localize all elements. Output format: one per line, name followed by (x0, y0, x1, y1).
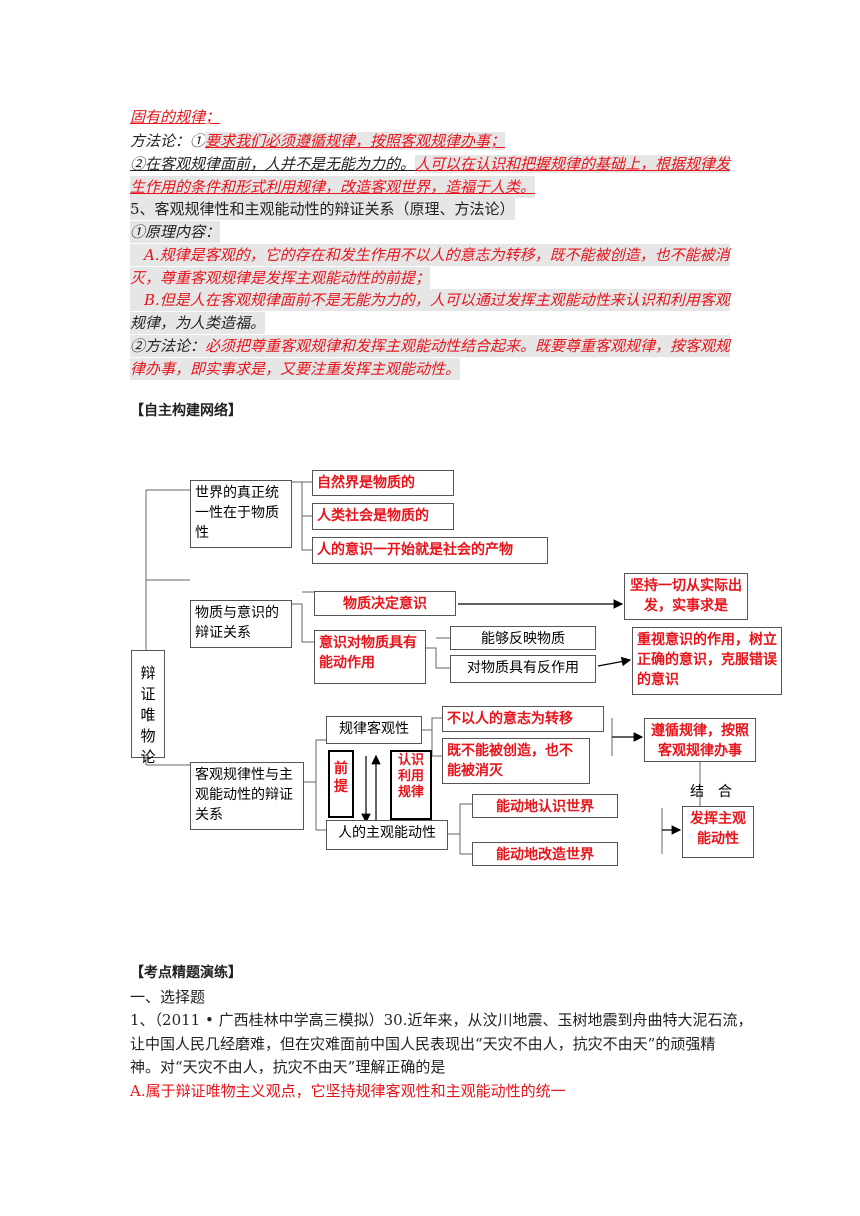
method-point-2-a: ②在客观规律面前，人并不是无能为力的。 (130, 155, 416, 173)
text-line-1: 固有的规律； (130, 108, 221, 126)
result-exert-initiative: 发挥主观能动性 (682, 806, 754, 858)
text-line-7: A.规律是客观的，它的存在和发生作用不以人的意志为转移，既不能被创造，也不能被消 (130, 244, 730, 266)
branch-world-unity: 世界的真正统一性在于物质性 (190, 480, 292, 548)
method-point-1: 要求我们必须遵循规律，按照客观规律办事； (205, 132, 506, 150)
item-change-world: 能动地改造世界 (472, 842, 618, 866)
question-section-label: 一、选择题 (130, 988, 206, 1006)
text-line-11: ②方法论：必须把尊重客观规律和发挥主观能动性结合起来。既要尊重客观规律，按客观规 (130, 335, 731, 357)
result-value-consciousness: 重视意识的作用，树立正确的意识，克服错误的意识 (632, 627, 782, 695)
branch-matter-consciousness: 物质与意识的辩证关系 (190, 600, 292, 648)
item-not-by-will: 不以人的意志为转移 (442, 706, 604, 732)
section-heading-exercises: 【考点精题演练】 (130, 965, 242, 981)
section-heading-network: 【自主构建网络】 (130, 403, 242, 419)
item-subjective-initiative: 人的主观能动性 (326, 820, 448, 850)
result-follow-law: 遵循规律，按照客观规律办事 (644, 718, 756, 762)
label-recognize-use-law: 认识利用规律 (390, 750, 432, 820)
text-line-8: 灭，尊重客观规律是发挥主观能动性的前提； (130, 267, 431, 289)
result-seek-truth: 坚持一切从实际出发，实事求是 (624, 573, 748, 620)
item-not-created-destroyed: 既不能被创造，也不能被消灭 (442, 738, 590, 784)
question-1-line-1: 1、（2011 • 广西桂林中学高三模拟）30.近年来，从汶川地震、玉树地震到舟… (130, 1011, 753, 1029)
question-1-option-a: A.属于辩证唯物主义观点，它坚持规律客观性和主观能动性的统一 (130, 1082, 566, 1100)
text-line-6: ①原理内容： (130, 221, 221, 243)
method-label-2: ②方法论： (130, 337, 206, 355)
method-content: 必须把尊重客观规律和发挥主观能动性结合起来。既要尊重客观规律，按客观规 (205, 337, 731, 355)
text-line-10: 规律，为人类造福。 (130, 312, 266, 334)
question-1-line-2: 让中国人民几经磨难，但在灾难面前中国人民表现出“天灾不由人，抗灾不由天”的顽强精 (130, 1035, 716, 1053)
item-react-matter: 对物质具有反作用 (450, 655, 596, 683)
label-combine: 结 合 (690, 784, 732, 800)
method-point-2-b: 人可以在认识和把握规律的基础上，根据规律发 (415, 155, 731, 173)
question-1-line-3: 神。对“天灾不由人，抗灾不由天”理解正确的是 (130, 1058, 446, 1076)
text-line-4: 生作用的条件和形式利用规律，改造客观世界，造福于人类。 (130, 176, 536, 198)
root-dialectical-materialism: 辩证唯物论 (131, 650, 165, 766)
item-consciousness-active: 意识对物质具有能动作用 (314, 630, 426, 684)
text-line-2: 方法论：①要求我们必须遵循规律，按照客观规律办事； (130, 130, 506, 152)
branch-law-initiative: 客观规律性与主观能动性的辩证关系 (190, 762, 304, 830)
text-line-9: B.但是人在客观规律面前不是无能为力的，人可以通过发挥主观能动性来认识和利用客观 (130, 289, 730, 311)
text-line-5: 5、客观规律性和主观能动性的辩证关系（原理、方法论） (130, 198, 515, 220)
item-law-objective: 规律客观性 (326, 716, 422, 744)
item-consciousness-social: 人的意识一开始就是社会的产物 (312, 537, 548, 564)
label-premise: 前提 (328, 750, 354, 818)
item-know-world: 能动地认识世界 (472, 794, 618, 818)
item-nature-material: 自然界是物质的 (312, 470, 454, 496)
method-label: 方法论：① (130, 132, 206, 150)
item-matter-decides: 物质决定意识 (314, 591, 456, 616)
item-society-material: 人类社会是物质的 (312, 503, 454, 530)
text-line-12: 律办事，即实事求是，又要注重发挥主观能动性。 (130, 358, 461, 380)
text-line-3: ②在客观规律面前，人并不是无能为力的。人可以在认识和把握规律的基础上，根据规律发 (130, 153, 731, 175)
item-reflect-matter: 能够反映物质 (450, 626, 596, 650)
